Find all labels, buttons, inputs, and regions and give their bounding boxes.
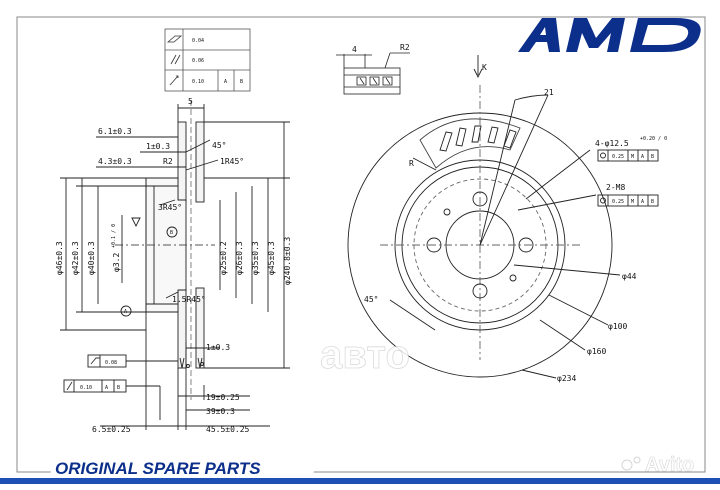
amd-logo: AMD bbox=[518, 18, 701, 63]
front-holes-4-pos-value: 0.25 bbox=[612, 154, 624, 160]
tolerance-table bbox=[164, 28, 251, 92]
datum-b-label: B bbox=[170, 230, 173, 236]
tol-row-3-ref2: B bbox=[240, 79, 243, 85]
front-diam-160: φ160 bbox=[587, 347, 606, 356]
front-view bbox=[347, 55, 659, 379]
front-threads-pos-value: 0.25 bbox=[612, 199, 624, 205]
front-diam-100: φ100 bbox=[608, 322, 627, 331]
runout-box-value: 0.10 bbox=[80, 385, 92, 391]
flatness-icon bbox=[166, 35, 183, 43]
logo-mark bbox=[518, 18, 701, 52]
front-threads-pos-ref1: M bbox=[631, 199, 634, 205]
section-dim-45-5: 45.5±0.25 bbox=[206, 425, 250, 434]
diam-25: φ25±0.2 bbox=[219, 241, 228, 275]
detail-view bbox=[336, 52, 410, 95]
section-dim-bottom-1: 1±0.3 bbox=[206, 343, 230, 352]
front-threads-pos-ref3: B bbox=[651, 199, 654, 205]
front-label-r: R bbox=[409, 159, 414, 168]
front-angle-21: 21 bbox=[544, 88, 554, 97]
diam-26: φ26±0.3 bbox=[235, 241, 244, 275]
diam-40: φ40±0.3 bbox=[87, 241, 96, 275]
front-holes-4-pos-ref1: M bbox=[631, 154, 634, 160]
tol-row-2-value: 0.06 bbox=[192, 58, 204, 64]
section-chamfer-3-45: 3R45° bbox=[158, 203, 182, 212]
front-label-k: K bbox=[482, 63, 487, 72]
tol-row-3-value: 0.10 bbox=[192, 79, 204, 85]
footer-label-bg bbox=[49, 457, 318, 478]
diam-45: φ45±0.3 bbox=[267, 241, 276, 275]
logo-text: AMD bbox=[608, 60, 612, 63]
section-dim-6-1: 6.1±0.3 bbox=[98, 127, 132, 136]
detail-radius-label: R2 bbox=[400, 43, 410, 52]
front-threads-pos-ref2: A bbox=[641, 199, 644, 205]
avito-watermark: Avito bbox=[621, 454, 695, 476]
diam-240-8: φ240.8±0.3 bbox=[283, 237, 292, 285]
runout-icon bbox=[169, 75, 179, 86]
tol-row-3-ref1: A bbox=[224, 79, 227, 85]
runout-box-ref2: B bbox=[117, 385, 120, 391]
flatness-box-value: 0.08 bbox=[105, 360, 117, 366]
parallelism-icon bbox=[170, 54, 181, 65]
front-holes-4: 4-φ12.5 bbox=[595, 139, 629, 148]
runout-box-ref1: A bbox=[105, 385, 108, 391]
section-chamfer-1-5-45: 1.5R45° bbox=[172, 295, 206, 304]
section-radius: R2 bbox=[163, 157, 173, 166]
front-diam-234: φ234 bbox=[557, 374, 576, 383]
front-holes-4-pos-ref3: B bbox=[651, 154, 654, 160]
datum-a-label: A bbox=[124, 309, 127, 315]
watermark-main: Avito bbox=[645, 454, 694, 476]
section-width-top: 5 bbox=[188, 97, 193, 106]
front-threads: 2-M8 bbox=[606, 183, 625, 192]
section-chamfer-1-45: 1R45° bbox=[220, 157, 244, 166]
diam-35: φ35±0.3 bbox=[251, 241, 260, 275]
section-dim-1: 1±0.3 bbox=[146, 142, 170, 151]
section-chamfer-45: 45° bbox=[212, 141, 226, 150]
detail-width-label: 4 bbox=[352, 45, 357, 54]
front-diam-44: φ44 bbox=[622, 272, 637, 281]
watermark-dot-icon bbox=[621, 459, 633, 471]
diam-42: φ42±0.3 bbox=[71, 241, 80, 275]
bore-tolerance: +0.1 / 0 bbox=[111, 224, 117, 248]
front-holes-4-pos-ref2: A bbox=[641, 154, 644, 160]
section-view bbox=[60, 100, 290, 430]
section-dim-6-5: 6.5±0.25 bbox=[92, 425, 131, 434]
section-dim-4-3: 4.3±0.3 bbox=[98, 157, 132, 166]
front-angle-45: 45° bbox=[364, 295, 378, 304]
footer-label: ORIGINAL SPARE PARTS bbox=[55, 459, 261, 478]
diam-46: φ46±0.3 bbox=[55, 241, 64, 275]
footer-band bbox=[0, 457, 720, 484]
drawing-frame bbox=[16, 16, 706, 473]
section-dim-39: 39±0.3 bbox=[206, 407, 235, 416]
footer-stripe bbox=[0, 478, 720, 484]
center-watermark: авто bbox=[320, 333, 410, 377]
tol-row-1-value: 0.04 bbox=[192, 38, 204, 44]
diam-3-2: φ3.2 bbox=[112, 253, 121, 272]
section-dim-19: 19±0.25 bbox=[206, 393, 240, 402]
front-holes-4-tol: +0.20 / 0 bbox=[640, 136, 667, 142]
